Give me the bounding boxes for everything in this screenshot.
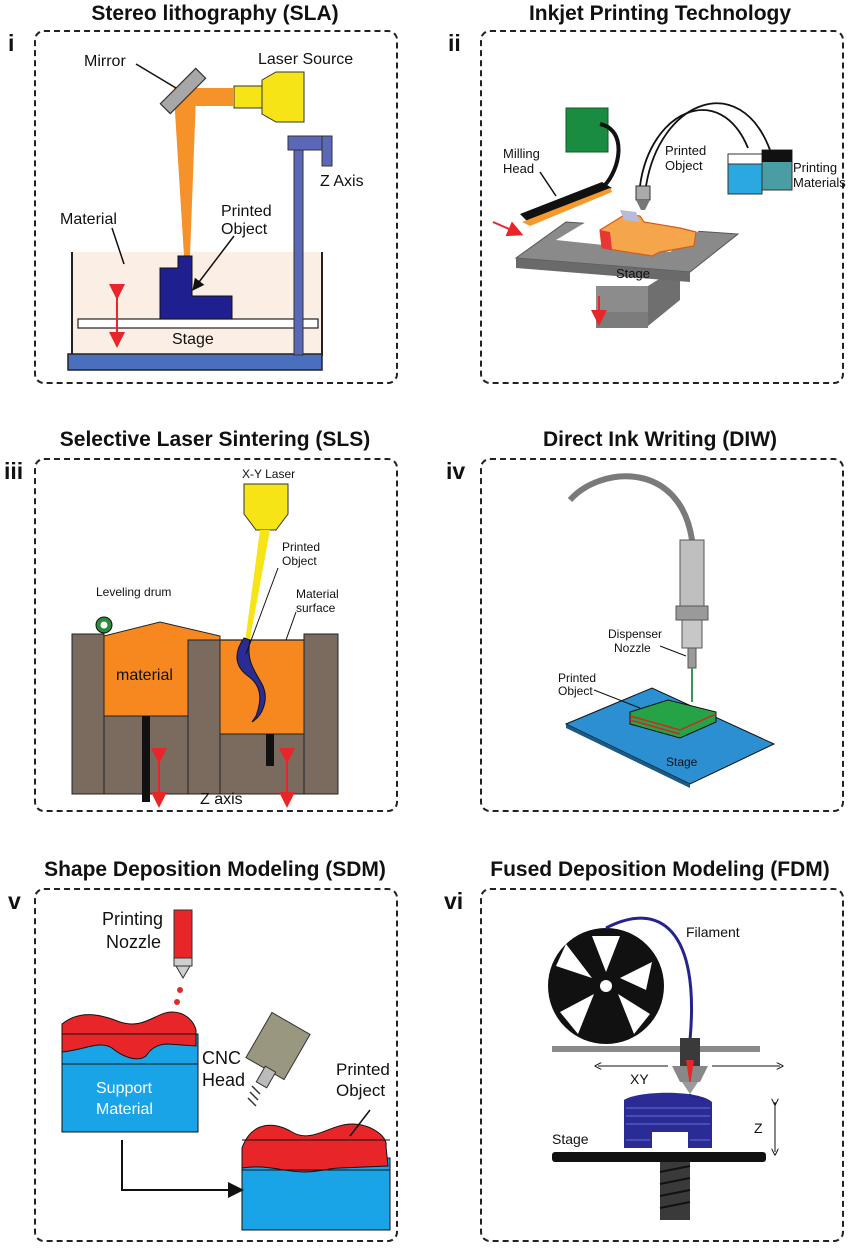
diw-printed-object xyxy=(629,699,717,739)
panel-title-sdm: Shape Deposition Modeling (SDM) xyxy=(44,858,386,881)
sls-xy-laser xyxy=(243,483,289,531)
panel-numeral-iii: iii xyxy=(4,458,24,484)
inkjet-milling-head-bar xyxy=(520,182,612,222)
diw-label-printed-object-2: Object xyxy=(558,684,593,698)
sdm-label-cnc-head-2: Head xyxy=(202,1070,245,1090)
sls-label-printed-object-2: Object xyxy=(282,554,317,568)
sdm-label-printed-object-1: Printed xyxy=(336,1060,390,1079)
inkjet-label-milling-head-1: Milling xyxy=(503,146,540,161)
sls-material-feed xyxy=(103,621,221,717)
panel-numeral-iv: iv xyxy=(446,458,466,484)
sls-label-printed-object-1: Printed xyxy=(282,540,320,554)
fdm-extruder xyxy=(680,1038,700,1068)
sls-middle-wall xyxy=(187,639,221,795)
panel-frame-sla xyxy=(34,30,398,384)
sla-label-z-axis: Z Axis xyxy=(320,173,364,190)
sla-label-printed-object-1: Printed xyxy=(221,203,272,220)
fdm-stage xyxy=(552,1152,766,1162)
inkjet-label-printed-object-1: Printed xyxy=(665,143,706,158)
panel-title-sls: Selective Laser Sintering (SLS) xyxy=(59,428,371,451)
diw-label-stage: Stage xyxy=(666,755,698,769)
fdm-filament xyxy=(605,916,693,1041)
inkjet-milling-head-block xyxy=(565,107,609,153)
sla-laser-source-head xyxy=(261,71,305,123)
panel-frame-inkjet xyxy=(480,30,844,384)
inkjet-label-stage: Stage xyxy=(616,266,650,281)
sdm-label-printing-nozzle-2: Nozzle xyxy=(106,932,161,952)
fdm-label-stage: Stage xyxy=(552,1131,589,1147)
panel-numeral-v: v xyxy=(8,888,21,914)
sls-diagram: X-Y Laser Printed Object Leveling drum M… xyxy=(71,467,339,808)
diw-label-printed-object-1: Printed xyxy=(558,671,596,685)
fdm-label-filament: Filament xyxy=(686,924,740,940)
fdm-label-xy: XY xyxy=(630,1071,649,1087)
fdm-diagram: Filament XY Z Stage xyxy=(548,916,780,1220)
fdm-printed-object xyxy=(624,1092,712,1148)
fdm-label-z: Z xyxy=(754,1120,763,1136)
diw-diagram: Dispenser Nozzle Printed Object Stage xyxy=(558,473,776,788)
sls-label-material: material xyxy=(116,667,173,684)
inkjet-label-printing-materials-1: Printing xyxy=(793,160,837,175)
inkjet-label-printed-object-2: Object xyxy=(665,158,703,173)
sls-label-z-axis: Z axis xyxy=(200,791,243,808)
fdm-rail xyxy=(552,1046,760,1052)
panel-title-diw: Direct Ink Writing (DIW) xyxy=(542,428,778,451)
sls-label-leveling-drum: Leveling drum xyxy=(96,585,171,599)
sla-label-laser-source: Laser Source xyxy=(258,51,353,68)
inkjet-label-milling-head-2: Head xyxy=(503,161,534,176)
inkjet-diagram: Milling Head Printed Object Printing Mat… xyxy=(492,102,846,328)
sdm-label-support-material-2: Material xyxy=(96,1101,153,1118)
panel-title-sla: Stereo lithography (SLA) xyxy=(91,2,339,25)
sls-label-material-surface-1: Material xyxy=(296,587,339,601)
panel-frame-diw xyxy=(480,458,844,812)
sdm-label-cnc-head-1: CNC xyxy=(202,1048,241,1068)
sla-label-material: Material xyxy=(60,211,117,228)
diw-label-dispenser-nozzle-1: Dispenser xyxy=(608,627,662,641)
sla-mirror xyxy=(159,67,207,115)
sdm-red-layer-1 xyxy=(61,1011,197,1060)
sdm-printed-object xyxy=(241,1123,389,1173)
sla-label-stage: Stage xyxy=(172,331,214,348)
sls-right-wall xyxy=(303,633,339,795)
sls-label-material-surface-2: surface xyxy=(296,601,336,615)
panel-title-fdm: Fused Deposition Modeling (FDM) xyxy=(490,858,830,881)
sdm-label-printing-nozzle-1: Printing xyxy=(102,909,163,929)
sla-base-plate xyxy=(67,353,323,371)
diw-stage xyxy=(564,687,776,785)
sla-printed-object xyxy=(159,255,233,320)
sla-stage xyxy=(77,318,319,329)
panel-numeral-ii: ii xyxy=(448,30,461,56)
diw-feed-tube xyxy=(567,473,695,541)
sla-laser-beam-vertical xyxy=(174,96,196,256)
panel-frame-sls xyxy=(34,458,398,812)
sls-label-xy-laser: X-Y Laser xyxy=(242,467,295,481)
sla-laser-source-body xyxy=(233,85,263,109)
panel-frame-sdm xyxy=(34,888,398,1242)
sla-diagram: Mirror Laser Source Z Axis Material Prin… xyxy=(60,51,364,371)
sdm-printing-nozzle xyxy=(173,909,193,961)
diw-label-dispenser-nozzle-2: Nozzle xyxy=(614,641,651,655)
panel-numeral-i: i xyxy=(8,30,15,56)
sdm-label-printed-object-2: Object xyxy=(336,1081,385,1100)
panel-frame-fdm xyxy=(480,888,844,1242)
sdm-diagram: Printing Nozzle CNC Head Support Materia… xyxy=(61,909,391,1231)
panel-title-inkjet: Inkjet Printing Technology xyxy=(528,2,792,25)
panel-numeral-vi: vi xyxy=(444,888,464,914)
sls-printed-object xyxy=(236,637,266,723)
sla-label-printed-object-2: Object xyxy=(221,221,268,238)
sdm-cnc-head xyxy=(245,1011,311,1081)
sdm-label-support-material-1: Support xyxy=(96,1080,153,1097)
sla-label-mirror: Mirror xyxy=(84,53,126,70)
sls-laser-beam xyxy=(244,530,270,650)
diw-dispenser-nozzle xyxy=(687,647,697,669)
sla-z-axis-column xyxy=(293,149,304,356)
inkjet-label-printing-materials-2: Materials xyxy=(793,175,846,190)
sls-left-wall xyxy=(71,633,105,795)
diw-syringe-body xyxy=(679,539,705,611)
